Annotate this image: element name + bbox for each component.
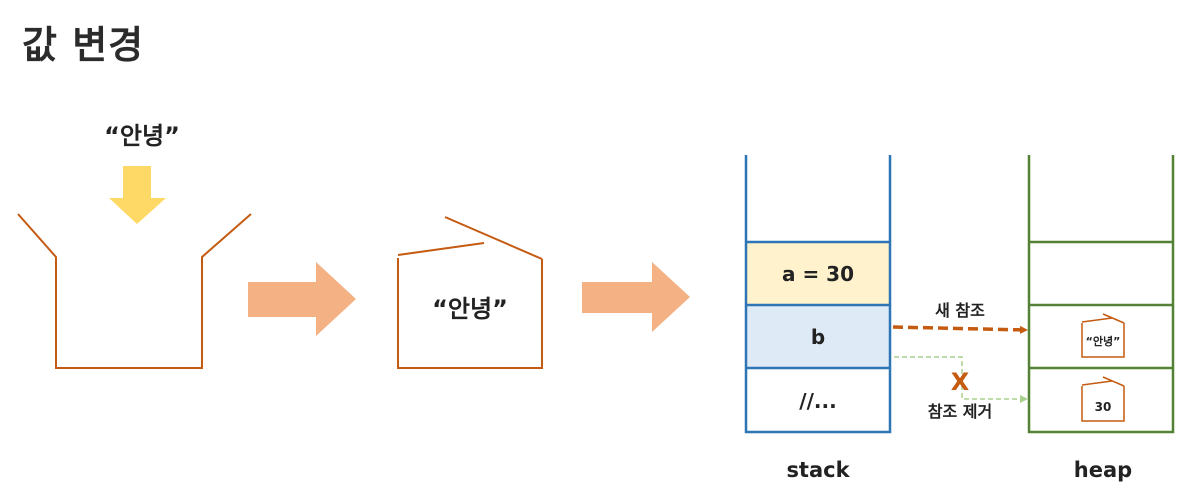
heap-value-box xyxy=(1081,313,1125,358)
new-reference-arrow xyxy=(892,325,1028,334)
incoming-value-label: “안녕” xyxy=(104,122,180,150)
new-reference-label: 새 참조 xyxy=(935,301,985,320)
step-arrow-icon xyxy=(248,262,356,336)
stack-cell-a: a = 30 xyxy=(782,262,854,286)
stack-cell-b: b xyxy=(811,325,825,349)
boxed-value-label: “안녕” xyxy=(432,295,508,323)
removed-reference-arrow xyxy=(894,356,1028,403)
down-arrow-icon xyxy=(109,166,166,224)
stack-cell-more: //... xyxy=(799,389,836,413)
removed-reference-mark: X xyxy=(951,368,970,396)
closed-box xyxy=(397,216,543,369)
heap: “안녕” 30 xyxy=(1027,155,1175,434)
stack-label: stack xyxy=(786,458,850,482)
heap-value-box xyxy=(1081,376,1125,422)
heap-old-value: 30 xyxy=(1095,400,1112,414)
step-arrow-icon xyxy=(582,262,690,332)
heap-label: heap xyxy=(1074,458,1132,482)
open-box xyxy=(17,213,252,369)
page-title: 값 변경 xyxy=(22,23,145,67)
stack: a = 30 b //... xyxy=(744,155,892,434)
heap-new-value: “안녕” xyxy=(1086,334,1121,348)
removed-reference-label: 참조 제거 xyxy=(928,402,992,421)
